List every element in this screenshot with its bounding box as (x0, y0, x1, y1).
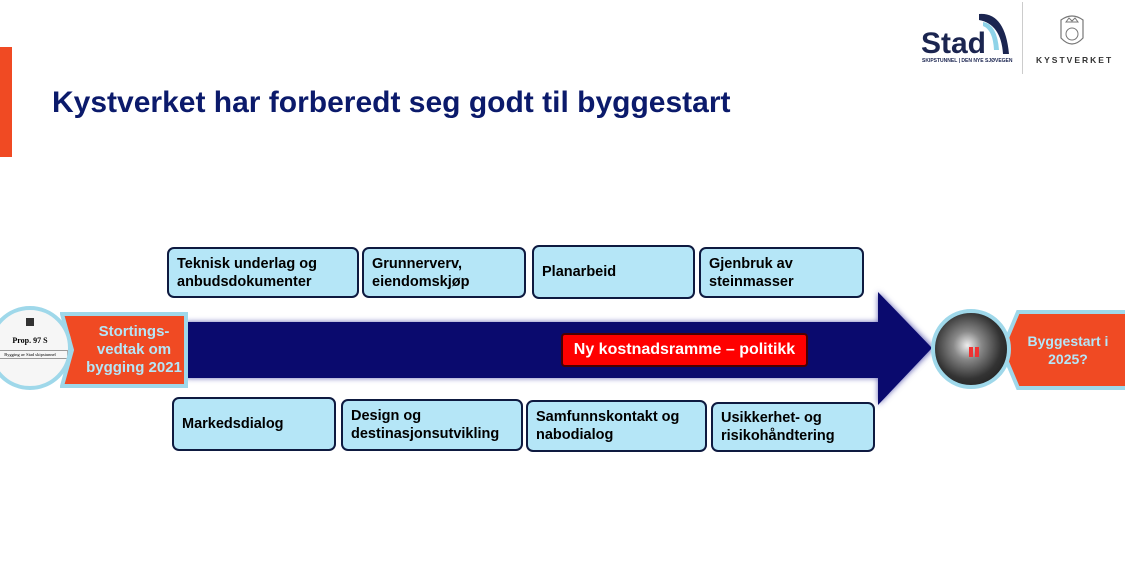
worker-figure (969, 347, 973, 357)
stad-logo-text: Stad (921, 27, 987, 60)
stad-logo-icon (979, 13, 1009, 54)
task-box: Usikkerhet- og risikohåndtering (711, 402, 875, 452)
page-title: Kystverket har forberedt seg godt til by… (52, 86, 731, 119)
document-subtitle: Bygging av Stad skipstunnel (0, 350, 68, 359)
task-box: Planarbeid (532, 245, 695, 299)
document-crest-icon (26, 318, 34, 326)
accent-bar (0, 47, 12, 157)
task-box: Design og destinasjonsutvikling (341, 399, 523, 451)
task-box: Samfunnskontakt og nabodialog (526, 400, 707, 452)
kystverket-logo-text: KYSTVERKET (1036, 55, 1114, 65)
tunnel-photo (931, 309, 1011, 389)
document-title: Prop. 97 S (12, 336, 48, 345)
task-box: Gjenbruk av steinmasser (699, 247, 864, 298)
start-label: Stortings-vedtak om bygging 2021 (86, 323, 182, 376)
task-box: Teknisk underlag og anbudsdokumenter (167, 247, 359, 298)
proposition-document-image: Prop. 97 S Bygging av Stad skipstunnel (0, 306, 72, 390)
logo-divider (1022, 2, 1023, 74)
worker-figure (975, 347, 979, 357)
end-label: Byggestart i 2025? (1027, 333, 1109, 367)
highlight-box: Ny kostnadsramme – politikk (561, 333, 808, 367)
stad-logo-subtitle: SKIPSTUNNEL | DEN NYE SJØVEGEN (922, 58, 1013, 64)
task-box: Markedsdialog (172, 397, 336, 451)
task-box: Grunnerverv, eiendomskjøp (362, 247, 526, 298)
kystverket-crest-icon (1060, 15, 1084, 45)
